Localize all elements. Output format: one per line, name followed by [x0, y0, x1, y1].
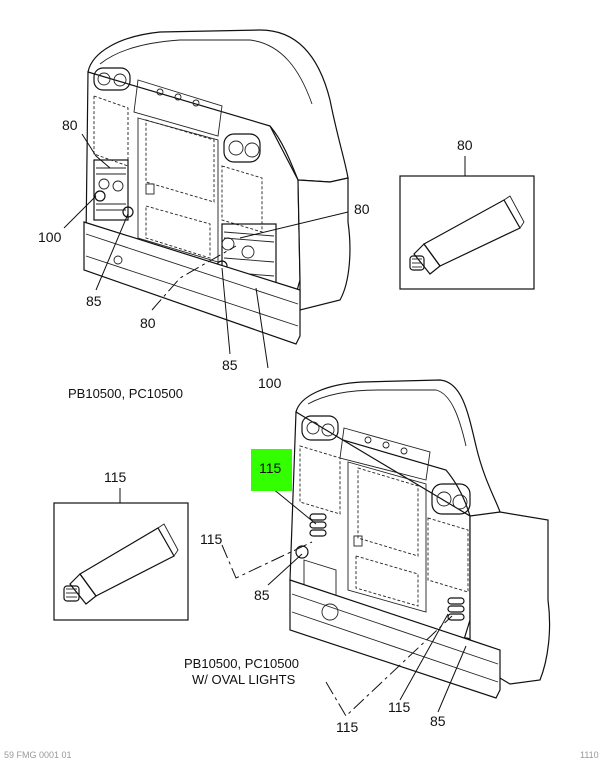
rear-bumper [83, 221, 301, 345]
callout-85: 85 [254, 587, 270, 603]
roof-cap [295, 379, 501, 521]
tow-hole [321, 603, 339, 621]
callout-100: 100 [258, 375, 282, 391]
emergency-door [347, 461, 427, 613]
leader-line [95, 213, 129, 291]
flasher-lens [436, 491, 452, 507]
oval-light-stack-left [309, 513, 327, 537]
rear-window-center [145, 119, 215, 203]
tail-lamp [241, 245, 255, 259]
marker-light [192, 99, 200, 107]
flasher-lens [97, 72, 111, 86]
leader-line [63, 195, 97, 229]
door-handle [353, 535, 363, 547]
leader-line [81, 133, 111, 169]
flasher-housing-left [301, 415, 339, 441]
callout-80: 80 [354, 201, 370, 217]
door-lower-panel [145, 205, 211, 259]
rear-window-left [299, 445, 341, 515]
marker-light [174, 93, 182, 101]
backup-lamp [94, 190, 106, 202]
rear-window-right [427, 517, 469, 593]
leader-line [325, 615, 453, 717]
footer-code-left: 59 FMG 0001 01 [4, 750, 72, 760]
sealant-tube-box-top [399, 175, 535, 290]
flasher-housing-right [431, 483, 471, 515]
highlight-box-115[interactable] [251, 449, 292, 491]
leader-line [151, 245, 237, 311]
leader-line [437, 645, 467, 713]
right-side-panel [297, 177, 351, 311]
callout-85: 85 [430, 713, 446, 729]
callout-100: 100 [38, 229, 62, 245]
flasher-lens [228, 140, 244, 156]
callout-115: 115 [336, 719, 359, 735]
oval-light-stack-right [447, 597, 465, 621]
marker-light [400, 447, 408, 455]
roof-cap [87, 29, 349, 183]
rear-window-right [221, 165, 263, 233]
bottom-model-caption-line1: PB10500, PC10500 [184, 656, 299, 671]
door-handle [145, 183, 155, 195]
marker-light [156, 88, 164, 96]
leader-line [221, 267, 231, 355]
backup-lamp [122, 206, 134, 218]
roof-light-bar [133, 79, 223, 137]
footer-code-right: 1110 [580, 750, 599, 760]
callout-115: 115 [388, 699, 411, 715]
marker-light [382, 441, 390, 449]
backup-lamp [295, 545, 309, 559]
door-lower-panel [355, 555, 419, 607]
flasher-lens [113, 73, 127, 87]
sealant-tube-icon [409, 195, 525, 275]
flasher-housing-right [223, 133, 261, 163]
bus-rear-bottom-assembly [221, 379, 551, 717]
callout-115: 115 [200, 531, 223, 547]
callout-80: 80 [62, 117, 78, 133]
leader-line [221, 541, 313, 579]
bus-rear-top-assembly [63, 29, 351, 369]
tail-lamp [98, 178, 110, 190]
tail-lamp [112, 180, 124, 192]
sealant-tube-icon [63, 523, 179, 605]
leader-line [399, 613, 449, 701]
roof-light-bar [339, 427, 431, 481]
callout-85: 85 [86, 293, 102, 309]
leader-line [267, 553, 303, 586]
top-model-caption: PB10500, PC10500 [68, 386, 183, 401]
sealant-tube-box-bottom [53, 502, 189, 621]
right-side-panel [469, 511, 551, 685]
callout-115-highlight: 115 [259, 460, 282, 476]
flasher-lens [306, 421, 320, 435]
tail-lamp [221, 237, 235, 251]
leader-line [271, 487, 317, 525]
flasher-lens [321, 423, 335, 437]
flasher-housing-left [93, 67, 131, 91]
flasher-lens [452, 494, 468, 510]
callout-80: 80 [140, 315, 156, 331]
leader-line [255, 287, 269, 369]
tube-box-callout-115: 115 [104, 469, 127, 485]
marker-light [364, 436, 372, 444]
tube-box-callout-80: 80 [457, 137, 473, 153]
leader-line [239, 211, 349, 239]
bottom-model-caption-line2: W/ OVAL LIGHTS [192, 672, 296, 687]
emergency-door [137, 117, 219, 263]
roof-trim [307, 389, 467, 447]
callout-85: 85 [222, 357, 238, 373]
tow-hole [113, 255, 123, 265]
flasher-lens [244, 142, 260, 158]
roof-trim [99, 39, 313, 105]
rear-window-center [357, 467, 419, 557]
tail-light-cluster-left [93, 159, 129, 221]
rear-bumper [289, 579, 501, 699]
